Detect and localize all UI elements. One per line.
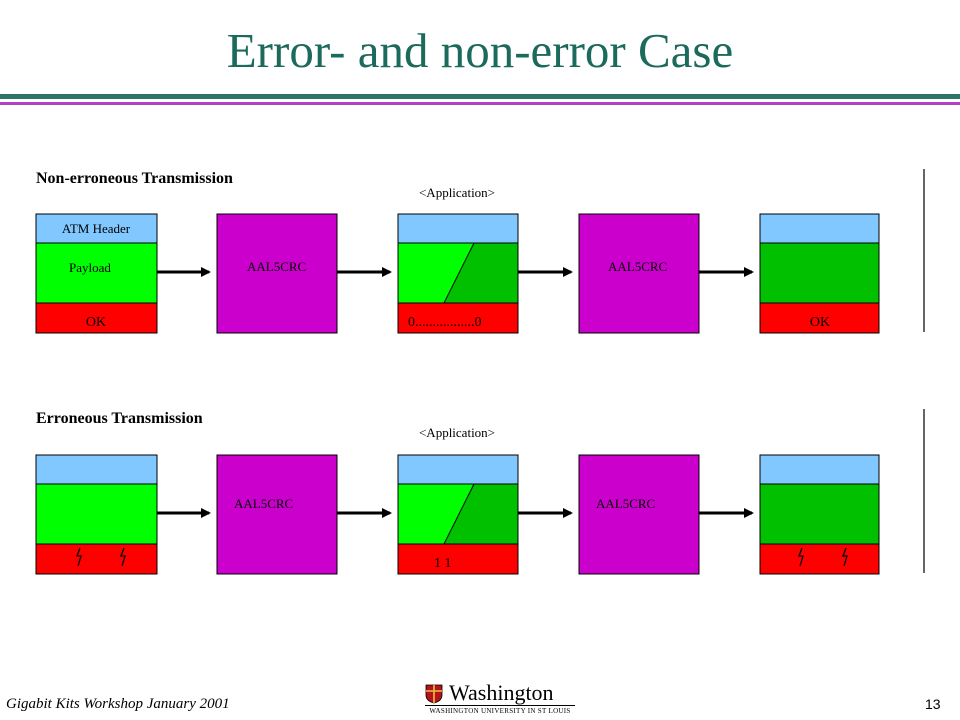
transmission-row: Non-erroneous Transmission <Application> A… — [35, 169, 925, 334]
payload-block — [759, 483, 880, 545]
crc-status-label: 1 1 — [434, 556, 452, 571]
crc-label: AAL5CRC — [596, 496, 655, 511]
atm-header-block — [35, 454, 158, 485]
page-number: 13 — [925, 696, 941, 712]
transmission-row: Erroneous Transmission <Application> AAL5C… — [35, 409, 925, 575]
destination-cell: OK — [759, 213, 880, 334]
status-block — [759, 543, 880, 575]
row-heading: Erroneous Transmission — [36, 410, 203, 427]
crc-block — [578, 213, 700, 334]
aal5crc-box: AAL5CRC — [216, 213, 338, 334]
status-label: OK — [810, 315, 830, 330]
status-block — [397, 302, 519, 334]
lightning-icon — [120, 547, 126, 567]
header-block — [759, 213, 880, 244]
washington-university-logo: Washington WASHINGTON UNIVERSITY IN ST L… — [425, 680, 575, 716]
header-block — [397, 454, 519, 485]
status-label: OK — [86, 315, 106, 330]
aal5crc-box: AAL5CRC — [578, 454, 700, 575]
status-block — [35, 302, 158, 334]
lightning-icon — [842, 547, 848, 567]
crc-label: AAL5CRC — [608, 259, 667, 274]
status-block — [397, 543, 519, 575]
atm-header-block — [35, 213, 158, 244]
crc-label: AAL5CRC — [234, 496, 293, 511]
destination-cell — [759, 454, 880, 575]
footer-workshop-label: Gigabit Kits Workshop January 2001 — [6, 696, 230, 712]
crc-block — [216, 213, 338, 334]
atm-header-label: ATM Header — [62, 221, 131, 236]
aal5crc-box: AAL5CRC — [578, 213, 700, 334]
crc-block — [578, 454, 700, 575]
source-cell — [35, 454, 158, 575]
row-heading: Non-erroneous Transmission — [36, 170, 233, 187]
status-block — [759, 302, 880, 334]
shield-icon — [425, 684, 443, 704]
title-rule-teal — [0, 94, 960, 99]
crc-label: AAL5CRC — [247, 259, 306, 274]
application-cell: 0.................0 — [397, 213, 519, 334]
crc-block — [216, 454, 338, 575]
application-label: <Application> — [419, 425, 495, 440]
lightning-icon — [76, 547, 82, 567]
slide-title: Error- and non-error Case — [226, 23, 734, 78]
payload-block — [35, 483, 158, 545]
logo-wordmark: Washington — [449, 680, 554, 705]
header-block — [397, 213, 519, 244]
application-label: <Application> — [419, 185, 495, 200]
header-block — [759, 454, 880, 485]
logo-underline — [425, 705, 575, 706]
payload-block — [759, 242, 880, 304]
application-cell: 1 1 — [397, 454, 519, 575]
payload-label: Payload — [69, 260, 111, 275]
crc-status-label: 0.................0 — [408, 315, 482, 330]
aal5crc-box: AAL5CRC — [216, 454, 338, 575]
status-block — [35, 543, 158, 575]
title-rule-magenta — [0, 102, 960, 105]
lightning-icon — [798, 547, 804, 567]
logo-subtitle: WASHINGTON UNIVERSITY IN ST LOUIS — [429, 707, 571, 715]
